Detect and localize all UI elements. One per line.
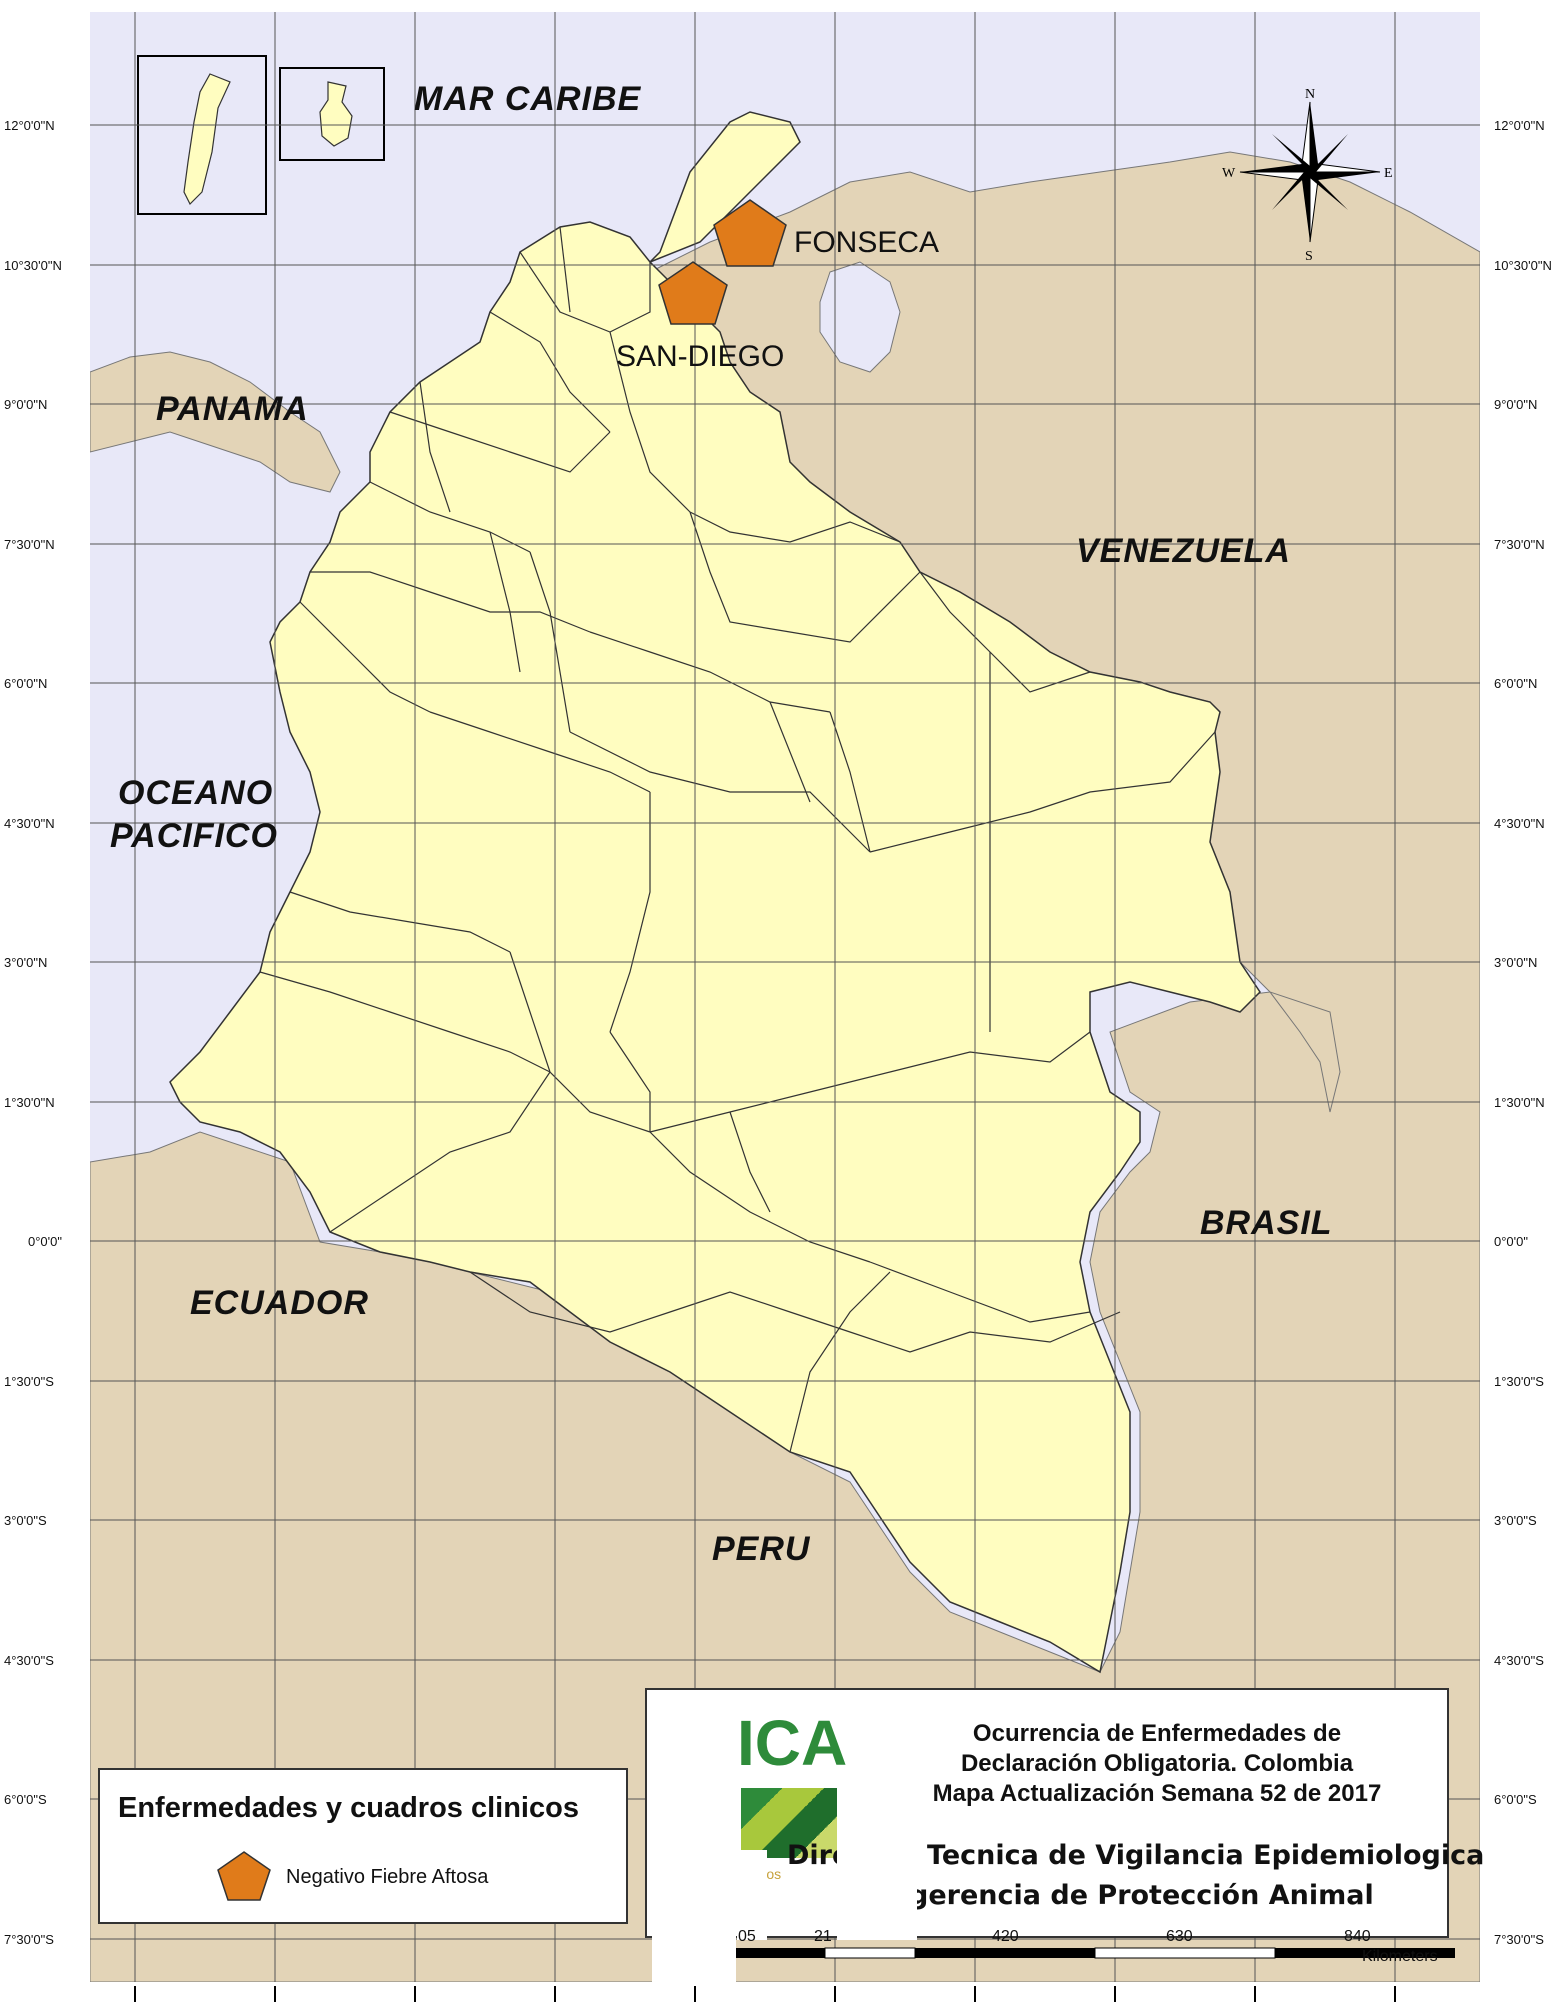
scale-tick-1: 21 [814, 1928, 832, 1945]
scale-tick-4: 840 [1344, 1928, 1371, 1945]
label-panama: PANAMA [156, 390, 309, 428]
lat-label-right: 10°30'0"N [1494, 258, 1551, 273]
lat-label-right: 6°0'0"S [1494, 1792, 1537, 1807]
lat-label-right: 1°30'0"S [1494, 1374, 1544, 1389]
legend: Enfermedades y cuadros clinicos Negativo… [98, 1768, 628, 1924]
logo-overlay-white-2 [837, 1830, 917, 1940]
department-borders [259, 226, 1216, 1453]
title-line-3: Mapa Actualización Semana 52 de 2017 [932, 1780, 1382, 1807]
lat-label-left: 7°30'0"S [4, 1932, 54, 1947]
lat-label-right: 4°30'0"N [1494, 816, 1545, 831]
lat-label-right: 7°30'0"N [1494, 537, 1545, 552]
compass-e: E [1384, 166, 1393, 181]
legend-pentagon-icon [217, 1851, 271, 1901]
compass-rose: N S E W [1222, 87, 1393, 264]
place-label-san-diego: SAN-DIEGO [616, 340, 785, 373]
title-line-1: Ocurrencia de Enfermedades de [972, 1720, 1342, 1747]
lat-label-left: 12°0'0"N [4, 118, 55, 133]
lat-label-left: 1°30'0"S [4, 1374, 54, 1389]
map-frame: N S E W MAR CARIBE PANAMA VENEZUELA OCEA… [90, 12, 1480, 1982]
lake-maracaibo [819, 261, 901, 373]
island-san-andres [183, 73, 231, 206]
label-mar-caribe: MAR CARIBE [414, 80, 642, 118]
bottom-ticks [134, 1986, 1396, 2002]
lat-label-left: 3°0'0"N [4, 955, 48, 970]
scale-tick-3: 630 [1166, 1928, 1193, 1945]
lat-label-right: 3°0'0"N [1494, 955, 1538, 970]
lat-label-left: 1°30'0"N [4, 1095, 55, 1110]
lat-label-right: 7°30'0"S [1494, 1932, 1544, 1947]
compass-s: S [1305, 249, 1313, 264]
inset-providencia [279, 67, 385, 161]
place-label-fonseca: FONSECA [794, 226, 940, 259]
map-canvas: N S E W [90, 12, 1480, 1982]
label-pacifico: PACIFICO [110, 817, 278, 855]
title-line-4b: Tecnica de Vigilancia Epidemiologica [927, 1840, 1485, 1871]
lat-label-left: 3°0'0"S [4, 1513, 47, 1528]
title-line-5: gerencia de Protección Animal [909, 1880, 1374, 1911]
legend-item-label: Negativo Fiebre Aftosa [286, 1866, 489, 1888]
ica-logo-text: ICA [737, 1707, 848, 1779]
marker-san-diego [658, 261, 728, 325]
lat-label-left: 6°0'0"S [4, 1792, 47, 1807]
label-brasil: BRASIL [1200, 1204, 1333, 1242]
legend-title: Enfermedades y cuadros clinicos [118, 1792, 579, 1824]
title-line-2: Declaración Obligatoria. Colombia [960, 1750, 1354, 1777]
neighbor-land-panama [90, 351, 341, 493]
label-peru: PERU [712, 1530, 811, 1568]
lat-label-left: 0°0'0" [28, 1234, 62, 1249]
lat-label-right: 1°30'0"N [1494, 1095, 1545, 1110]
lat-label-right: 12°0'0"N [1494, 118, 1545, 133]
title-block: ICA 5años Ocurrencia de Enfermedades de … [645, 1688, 1484, 1940]
logo-overlay-white [737, 1850, 767, 1940]
lat-label-left: 6°0'0"N [4, 676, 48, 691]
island-providencia [319, 81, 353, 147]
lat-label-right: 6°0'0"N [1494, 676, 1538, 691]
lat-label-right: 4°30'0"S [1494, 1653, 1544, 1668]
marker-fonseca [713, 199, 787, 267]
lat-label-left: 4°30'0"N [4, 816, 55, 831]
ica-logo-mosaic [741, 1788, 837, 1858]
bottom-white-cover [652, 1936, 736, 1986]
lat-label-right: 0°0'0" [1494, 1234, 1528, 1249]
label-venezuela: VENEZUELA [1076, 532, 1291, 570]
lat-label-left: 4°30'0"S [4, 1653, 54, 1668]
ica-logo: ICA 5años [737, 1706, 847, 1936]
compass-w: W [1222, 166, 1236, 181]
lat-label-left: 10°30'0"N [4, 258, 62, 273]
scale-bar [735, 1947, 1455, 1959]
lat-label-right: 9°0'0"N [1494, 397, 1538, 412]
lat-label-left: 7°30'0"N [4, 537, 55, 552]
label-ecuador: ECUADOR [190, 1284, 369, 1322]
label-oceano: OCEANO [118, 774, 274, 812]
scale-tick-2: 420 [992, 1928, 1019, 1945]
scale-tick-0: 05 [738, 1928, 756, 1945]
lat-label-left: 9°0'0"N [4, 397, 48, 412]
scale-unit: Kilometers [1362, 1948, 1438, 1965]
lat-label-right: 3°0'0"S [1494, 1513, 1537, 1528]
inset-san-andres [137, 55, 267, 215]
compass-n: N [1305, 87, 1315, 102]
graticule [90, 12, 1480, 1982]
